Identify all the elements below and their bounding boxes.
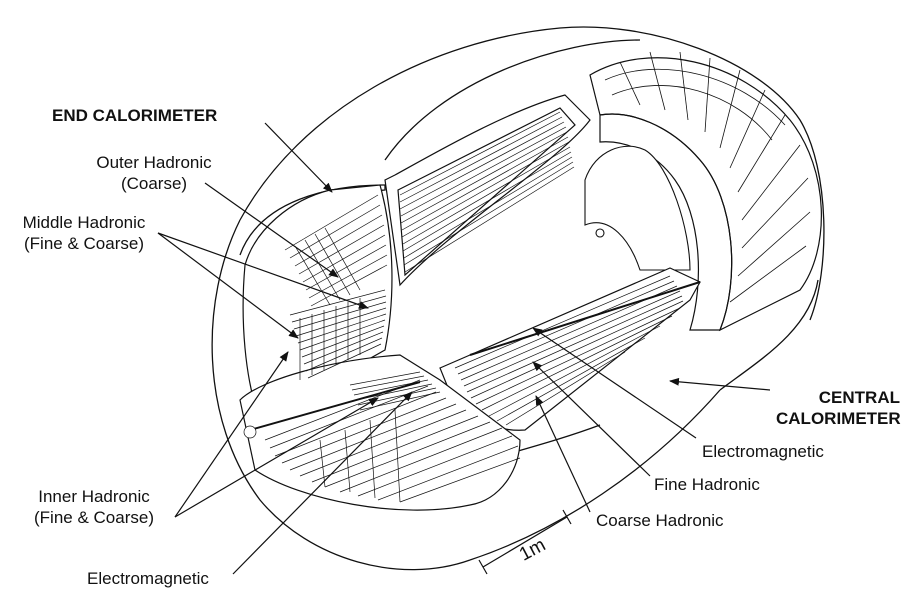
- central-upper-plates: [399, 111, 575, 273]
- central-calorimeter-line2: CALORIMETER: [776, 409, 901, 428]
- far-end-calorimeter: [589, 57, 822, 332]
- middle-hadronic-line1: Middle Hadronic: [22, 213, 146, 232]
- central-calorimeter-label: CENTRAL CALORIMETER: [776, 387, 901, 429]
- inner-hadronic-line2: (Fine & Coarse): [34, 508, 154, 527]
- fine-hadronic-label: Fine Hadronic: [654, 475, 760, 494]
- central-lower-segment: [439, 267, 701, 431]
- inner-hadronic-plates: [264, 379, 521, 503]
- outer-hadronic-line2: (Coarse): [120, 174, 188, 193]
- outer-hadronic-label: Outer Hadronic (Coarse): [84, 152, 224, 194]
- scale-bar: [478, 509, 572, 575]
- electromagnetic-end-label: Electromagnetic: [87, 569, 209, 588]
- middle-hadronic-line2: (Fine & Coarse): [24, 234, 144, 253]
- middle-hadronic-plates: [289, 289, 387, 380]
- far-end-segments: [604, 51, 811, 303]
- em-end-plates: [243, 371, 441, 439]
- leader-lines: [157, 122, 771, 575]
- central-upper-segment: [384, 94, 591, 287]
- central-calorimeter-line1: CENTRAL: [818, 388, 900, 407]
- central-lower-plates: [454, 275, 701, 426]
- outer-hadronic-plates: [284, 194, 388, 307]
- far-end-inner-disc: [584, 145, 691, 271]
- electromagnetic-central-label: Electromagnetic: [702, 442, 824, 461]
- middle-hadronic-label: Middle Hadronic (Fine & Coarse): [4, 212, 164, 254]
- end-calorimeter-label: END CALORIMETER: [52, 106, 218, 125]
- inner-hadronic-line1: Inner Hadronic: [38, 487, 150, 506]
- outer-hadronic-line1: Outer Hadronic: [96, 153, 212, 172]
- coarse-hadronic-label: Coarse Hadronic: [596, 511, 724, 530]
- outer-shell: [211, 26, 825, 571]
- inner-hadronic-label: Inner Hadronic (Fine & Coarse): [14, 486, 174, 528]
